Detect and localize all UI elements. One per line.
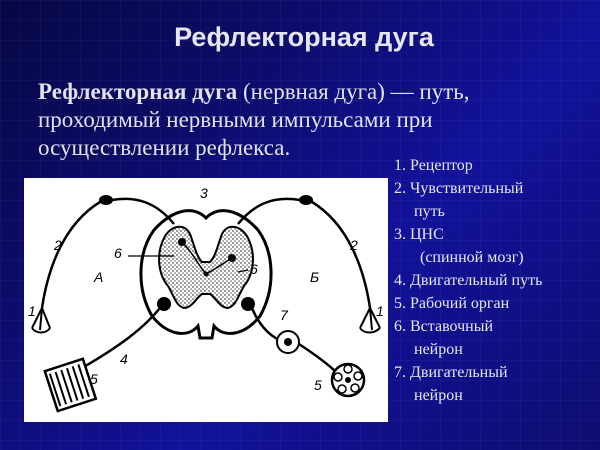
ganglion-left bbox=[99, 195, 113, 205]
legend-item-text: 3. ЦНС bbox=[394, 226, 444, 243]
legend-item-continuation: (спинной мозг) bbox=[420, 249, 524, 266]
label-6-right: 6 bbox=[250, 261, 258, 277]
legend-item: 1. Рецептор bbox=[394, 154, 599, 177]
sensory-path-right bbox=[311, 200, 372, 309]
legend-item-text: 1. Рецептор bbox=[394, 157, 473, 174]
legend-item-text: 6. Вставочный bbox=[394, 318, 494, 335]
label-5-right: 5 bbox=[314, 377, 322, 393]
legend-item: 5. Рабочий орган bbox=[394, 292, 599, 315]
legend-item: 2. Чувствительный путь bbox=[394, 177, 599, 223]
motor-neuron-left bbox=[157, 297, 171, 311]
reflex-arc-svg: 3 6 6 2 2 1 1 4 5 5 7 А Б bbox=[28, 185, 384, 413]
legend-item: 7. Двигательный нейрон bbox=[394, 361, 599, 407]
label-6-left: 6 bbox=[114, 245, 122, 261]
working-organ-gland bbox=[330, 362, 366, 398]
label-1-right: 1 bbox=[376, 303, 384, 319]
label-4: 4 bbox=[120, 351, 128, 367]
motor-neuron-right bbox=[241, 297, 255, 311]
label-2-left: 2 bbox=[53, 237, 62, 253]
definition-term: Рефлекторная дуга bbox=[38, 79, 238, 104]
legend-item: 3. ЦНС (спинной мозг) bbox=[394, 223, 599, 269]
definition-rest: (нервная дуга) — путь, bbox=[237, 79, 470, 104]
label-2-right: 2 bbox=[349, 237, 358, 253]
definition-line-3: осуществлении рефлекса. bbox=[38, 135, 291, 160]
label-3: 3 bbox=[200, 185, 208, 201]
legend-item-continuation: нейрон bbox=[414, 341, 463, 358]
legend-item-text: 2. Чувствительный bbox=[394, 180, 524, 197]
label-5-left: 5 bbox=[90, 371, 98, 387]
motor-path-left bbox=[81, 307, 161, 370]
motor-neuron-7 bbox=[284, 338, 292, 346]
definition-text: Рефлекторная дуга (нервная дуга) — путь,… bbox=[38, 78, 593, 162]
legend-item-text: 7. Двигательный bbox=[394, 364, 508, 381]
receptor-right bbox=[359, 307, 381, 334]
legend-list: 1. Рецептор 2. Чувствительный путь 3. ЦНС… bbox=[394, 154, 599, 407]
label-side-a: А bbox=[93, 269, 103, 285]
legend-item-continuation: нейрон bbox=[414, 387, 463, 404]
sensory-path-left bbox=[40, 200, 101, 309]
reflex-arc-diagram: 3 6 6 2 2 1 1 4 5 5 7 А Б bbox=[24, 178, 388, 422]
label-1-left: 1 bbox=[28, 303, 36, 319]
slide-title: Рефлекторная дуга bbox=[174, 22, 434, 52]
receptor-left bbox=[31, 307, 51, 334]
legend-item: 6. Вставочный нейрон bbox=[394, 315, 599, 361]
label-7: 7 bbox=[280, 307, 289, 323]
ganglion-right bbox=[299, 195, 313, 205]
grey-matter bbox=[158, 225, 254, 310]
working-organ-muscle bbox=[43, 357, 98, 413]
legend-item: 4. Двигательный путь bbox=[394, 269, 599, 292]
label-side-b: Б bbox=[310, 269, 319, 285]
legend-item-continuation: путь bbox=[414, 203, 445, 220]
legend-item-text: 4. Двигательный путь bbox=[394, 272, 543, 289]
definition-line-2: проходимый нервными импульсами при bbox=[38, 107, 433, 132]
legend-item-text: 5. Рабочий орган bbox=[394, 295, 510, 312]
